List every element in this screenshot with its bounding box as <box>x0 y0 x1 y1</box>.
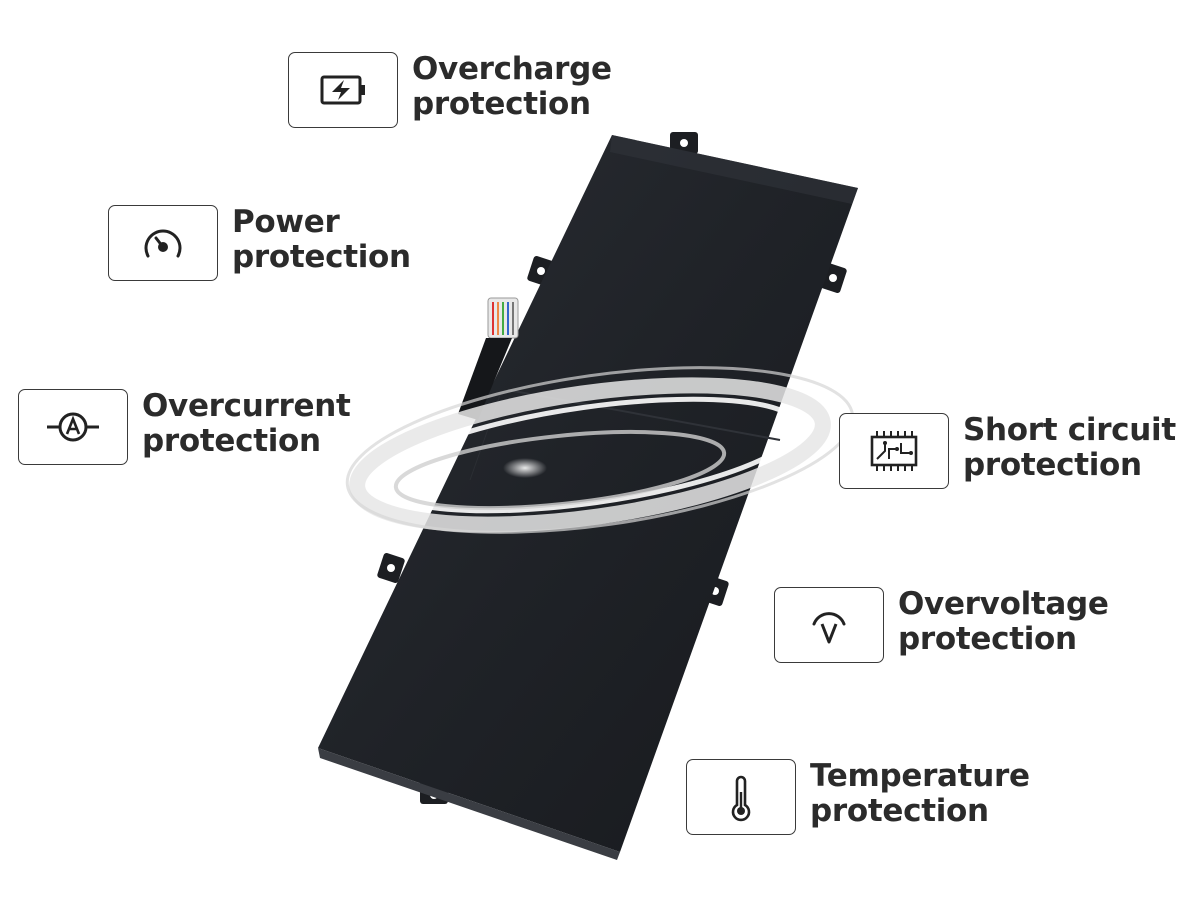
feature-label: Power protection <box>232 205 411 275</box>
icon-box <box>839 413 949 489</box>
feature-subtitle: protection <box>810 793 989 829</box>
feature-overcharge: Overcharge protection <box>288 52 612 128</box>
icon-box <box>108 205 218 281</box>
battery-charge-icon <box>320 75 365 105</box>
feature-title: Short circuit <box>963 412 1176 448</box>
feature-label: Short circuit protection <box>963 413 1176 483</box>
gauge-icon <box>144 229 182 258</box>
voltmeter-icon <box>812 612 846 644</box>
feature-label: Overcurrent protection <box>142 389 351 459</box>
feature-subtitle: protection <box>898 621 1077 657</box>
feature-label: Overcharge protection <box>412 52 612 122</box>
feature-overvoltage: Overvoltage protection <box>774 587 1109 663</box>
ammeter-icon <box>47 412 99 442</box>
feature-overcurrent: Overcurrent protection <box>18 389 351 465</box>
battery-body <box>318 135 858 852</box>
feature-title: Overvoltage <box>898 586 1109 622</box>
circuit-board-icon <box>870 431 918 471</box>
feature-label: Overvoltage protection <box>898 587 1109 657</box>
icon-box <box>774 587 884 663</box>
feature-power: Power protection <box>108 205 411 281</box>
icon-box <box>18 389 128 465</box>
feature-label: Temperature protection <box>810 759 1030 829</box>
feature-short-circuit: Short circuit protection <box>839 413 1176 489</box>
icon-box <box>686 759 796 835</box>
thermometer-icon <box>731 775 751 822</box>
feature-title: Overcurrent <box>142 388 351 424</box>
feature-title: Temperature <box>810 758 1030 794</box>
feature-subtitle: protection <box>412 86 591 122</box>
feature-subtitle: protection <box>963 447 1142 483</box>
feature-subtitle: protection <box>232 239 411 275</box>
feature-title: Power <box>232 204 340 240</box>
feature-title: Overcharge <box>412 51 612 87</box>
feature-temperature: Temperature protection <box>686 759 1030 835</box>
feature-subtitle: protection <box>142 423 321 459</box>
battery-connector <box>458 297 519 420</box>
icon-box <box>288 52 398 128</box>
